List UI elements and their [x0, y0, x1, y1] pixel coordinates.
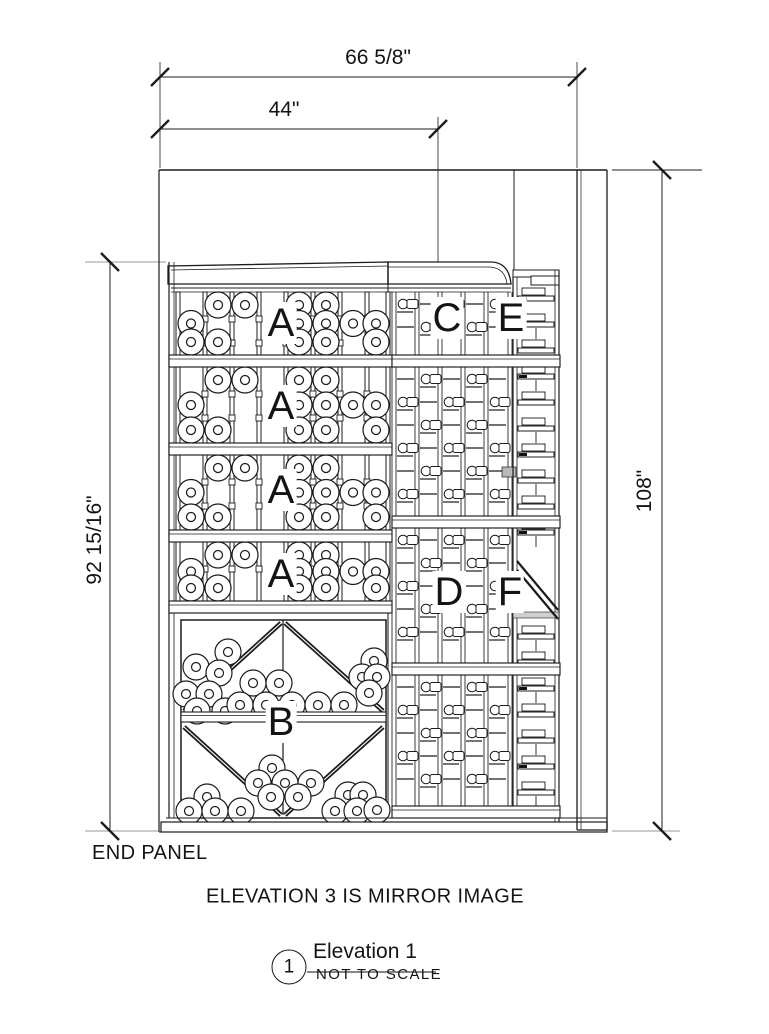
section-label-a-row2: A	[265, 384, 297, 428]
detail-number-badge: 1	[271, 949, 307, 985]
detail-number: 1	[283, 956, 295, 977]
scale-note: NOT TO SCALE	[316, 966, 443, 983]
section-label-a-row4: A	[265, 552, 297, 596]
section-label-a-row3: A	[265, 468, 297, 512]
dim-overall-width: 66 5/8"	[345, 45, 411, 69]
mirror-image-note: ELEVATION 3 IS MIRROR IMAGE	[206, 885, 524, 908]
end-panel-note: END PANEL	[92, 842, 208, 864]
view-title: Elevation 1	[313, 940, 417, 963]
dim-left-section-width: 44"	[268, 97, 300, 121]
dim-overall-height: 108"	[632, 469, 656, 513]
dim-rack-height: 92 15/16"	[82, 495, 106, 585]
section-label-e: E	[495, 296, 527, 340]
section-label-a-row1: A	[265, 301, 297, 345]
section-label-b: B	[265, 700, 297, 744]
section-label-f: F	[495, 570, 525, 614]
section-label-d: D	[432, 570, 466, 614]
section-label-c: C	[430, 296, 464, 340]
